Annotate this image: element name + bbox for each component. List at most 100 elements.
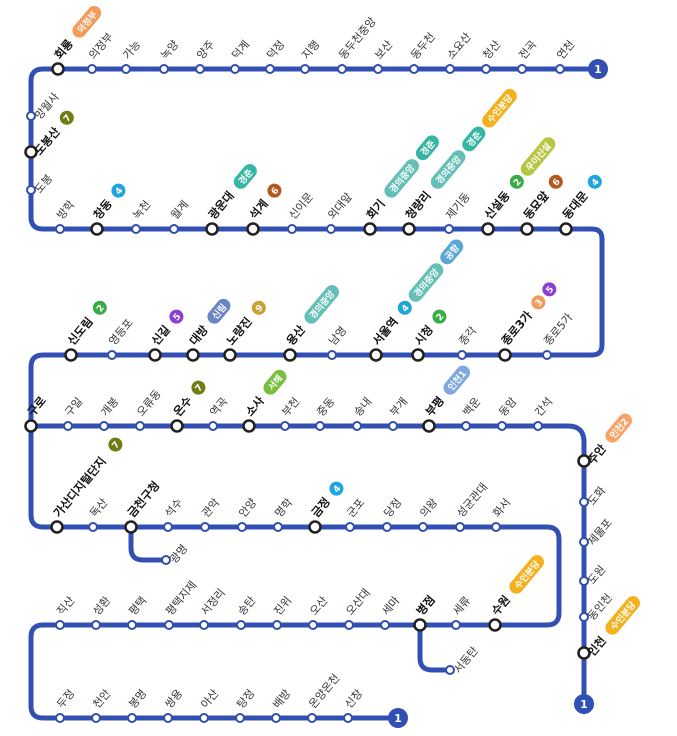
station-marker[interactable] xyxy=(300,64,310,74)
transfer-station-marker[interactable] xyxy=(308,520,322,534)
transfer-station-marker[interactable] xyxy=(24,419,38,433)
station[interactable]: 동두천 xyxy=(408,30,438,74)
station-marker[interactable] xyxy=(55,620,65,630)
station-marker[interactable] xyxy=(127,713,137,723)
transfer-station-marker[interactable] xyxy=(51,62,65,76)
station-marker[interactable] xyxy=(542,350,552,360)
transfer-station-marker[interactable] xyxy=(363,222,377,236)
station-marker[interactable] xyxy=(445,665,455,675)
transfer-station-marker[interactable] xyxy=(369,348,383,362)
station[interactable]: 시청2 xyxy=(411,307,450,362)
station-marker[interactable] xyxy=(481,64,491,74)
station-marker[interactable] xyxy=(99,421,109,431)
station-marker[interactable] xyxy=(307,713,317,723)
transfer-station-marker[interactable] xyxy=(411,348,425,362)
station-marker[interactable] xyxy=(445,64,455,74)
station-marker[interactable] xyxy=(280,421,290,431)
station-marker[interactable] xyxy=(199,620,209,630)
station-marker[interactable] xyxy=(135,421,145,431)
transfer-station-marker[interactable] xyxy=(186,348,200,362)
station-marker[interactable] xyxy=(199,713,209,723)
station-marker[interactable] xyxy=(579,612,589,622)
station[interactable]: 금정4 xyxy=(308,479,347,534)
transfer-station-marker[interactable] xyxy=(402,222,416,236)
transfer-station-marker[interactable] xyxy=(124,520,138,534)
station-marker[interactable] xyxy=(271,713,281,723)
station-marker[interactable] xyxy=(455,522,465,532)
station-marker[interactable] xyxy=(26,185,36,195)
station-marker[interactable] xyxy=(237,522,247,532)
station-marker[interactable] xyxy=(579,537,589,547)
station[interactable]: 온양온천 xyxy=(306,671,343,723)
station-marker[interactable] xyxy=(326,224,336,234)
station-marker[interactable] xyxy=(195,64,205,74)
station-marker[interactable] xyxy=(208,421,218,431)
station-marker[interactable] xyxy=(169,224,179,234)
station-marker[interactable] xyxy=(26,111,36,121)
transfer-station-marker[interactable] xyxy=(50,520,64,534)
station[interactable]: 동두천중앙 xyxy=(336,14,379,74)
transfer-station-marker[interactable] xyxy=(170,419,184,433)
station-marker[interactable] xyxy=(273,522,283,532)
station[interactable]: 석계6 xyxy=(246,181,285,236)
station[interactable]: 성균관대 xyxy=(454,481,490,532)
station-marker[interactable] xyxy=(127,620,137,630)
transfer-station-marker[interactable] xyxy=(413,618,427,632)
station-marker[interactable] xyxy=(161,555,171,565)
station-marker[interactable] xyxy=(236,620,246,630)
transfer-station-marker[interactable] xyxy=(481,222,495,236)
station-marker[interactable] xyxy=(63,421,73,431)
station-marker[interactable] xyxy=(91,620,101,630)
station-marker[interactable] xyxy=(517,64,527,74)
transfer-station-marker[interactable] xyxy=(559,222,573,236)
station-marker[interactable] xyxy=(287,224,297,234)
transfer-station-marker[interactable] xyxy=(246,222,260,236)
station-marker[interactable] xyxy=(579,497,589,507)
transfer-station-marker[interactable] xyxy=(223,348,237,362)
station-marker[interactable] xyxy=(272,620,282,630)
station-marker[interactable] xyxy=(230,64,240,74)
station-marker[interactable] xyxy=(308,620,318,630)
station-marker[interactable] xyxy=(159,64,169,74)
station-marker[interactable] xyxy=(533,421,543,431)
station-marker[interactable] xyxy=(579,576,589,586)
station-marker[interactable] xyxy=(315,421,325,431)
station-marker[interactable] xyxy=(345,522,355,532)
station-marker[interactable] xyxy=(55,224,65,234)
station-marker[interactable] xyxy=(87,64,97,74)
station-marker[interactable] xyxy=(163,522,173,532)
station-marker[interactable] xyxy=(327,350,337,360)
station-marker[interactable] xyxy=(121,64,131,74)
station[interactable]: 종로5가 xyxy=(541,311,575,360)
station-marker[interactable] xyxy=(131,224,141,234)
station-marker[interactable] xyxy=(491,522,501,532)
station-marker[interactable] xyxy=(382,522,392,532)
station-marker[interactable] xyxy=(352,421,362,431)
station-marker[interactable] xyxy=(418,522,428,532)
transfer-station-marker[interactable] xyxy=(148,348,162,362)
station-marker[interactable] xyxy=(265,64,275,74)
station-marker[interactable] xyxy=(55,713,65,723)
station[interactable]: 창동4 xyxy=(90,181,129,236)
station[interactable]: 평택지제 xyxy=(163,579,199,630)
station-marker[interactable] xyxy=(388,421,398,431)
transfer-station-marker[interactable] xyxy=(205,222,219,236)
station-marker[interactable] xyxy=(451,620,461,630)
station-marker[interactable] xyxy=(235,713,245,723)
transfer-station-marker[interactable] xyxy=(488,618,502,632)
station-marker[interactable] xyxy=(200,522,210,532)
station[interactable]: 온수7 xyxy=(170,378,209,433)
station-marker[interactable] xyxy=(373,64,383,74)
transfer-station-marker[interactable] xyxy=(498,348,512,362)
station-marker[interactable] xyxy=(344,620,354,630)
